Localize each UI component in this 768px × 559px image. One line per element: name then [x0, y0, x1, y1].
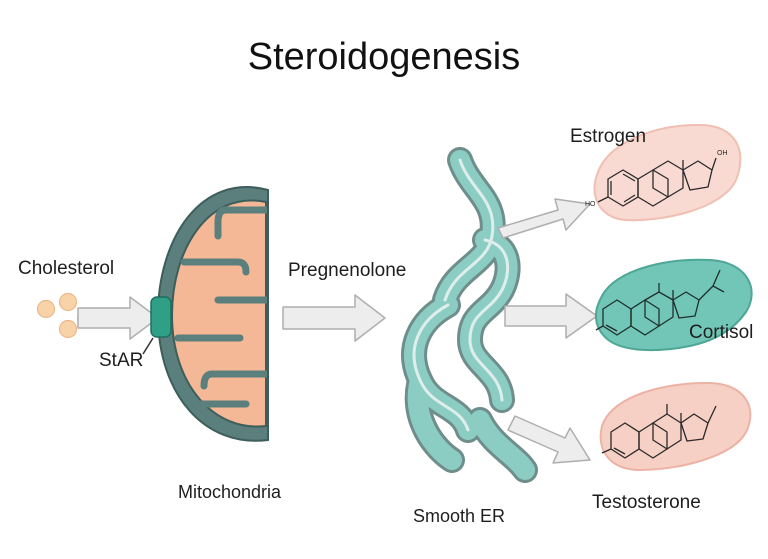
testosterone-label: Testosterone — [592, 492, 701, 513]
diagram-title: Steroidogenesis — [247, 36, 521, 78]
arrow-mitochondria-to-er — [282, 294, 386, 342]
cortisol-label: Cortisol — [689, 322, 754, 343]
estrogen-label: Estrogen — [570, 126, 647, 147]
cholesterol-label: Cholesterol — [18, 258, 115, 279]
arrow-cholesterol-to-mitochondria — [77, 296, 159, 340]
mitochondrion — [156, 186, 269, 442]
smooth-er — [401, 147, 538, 483]
estrogen-molecule: OH HO — [585, 123, 742, 222]
estrogen-ho-label: HO — [585, 201, 596, 208]
mitochondria-label: Mitochondria — [178, 482, 282, 502]
pregnenolone-label: Pregnenolone — [288, 260, 407, 281]
arrow-er-to-cortisol — [504, 293, 598, 339]
cortisol-molecule — [594, 258, 753, 352]
arrow-er-to-testosterone — [507, 415, 591, 464]
arrow-er-to-estrogen — [497, 198, 591, 239]
star-protein — [142, 296, 172, 355]
star-label: StAR — [99, 350, 144, 371]
testosterone-molecule — [599, 381, 752, 472]
estrogen-oh-label: OH — [717, 150, 728, 157]
smooth-er-label: Smooth ER — [413, 506, 506, 526]
